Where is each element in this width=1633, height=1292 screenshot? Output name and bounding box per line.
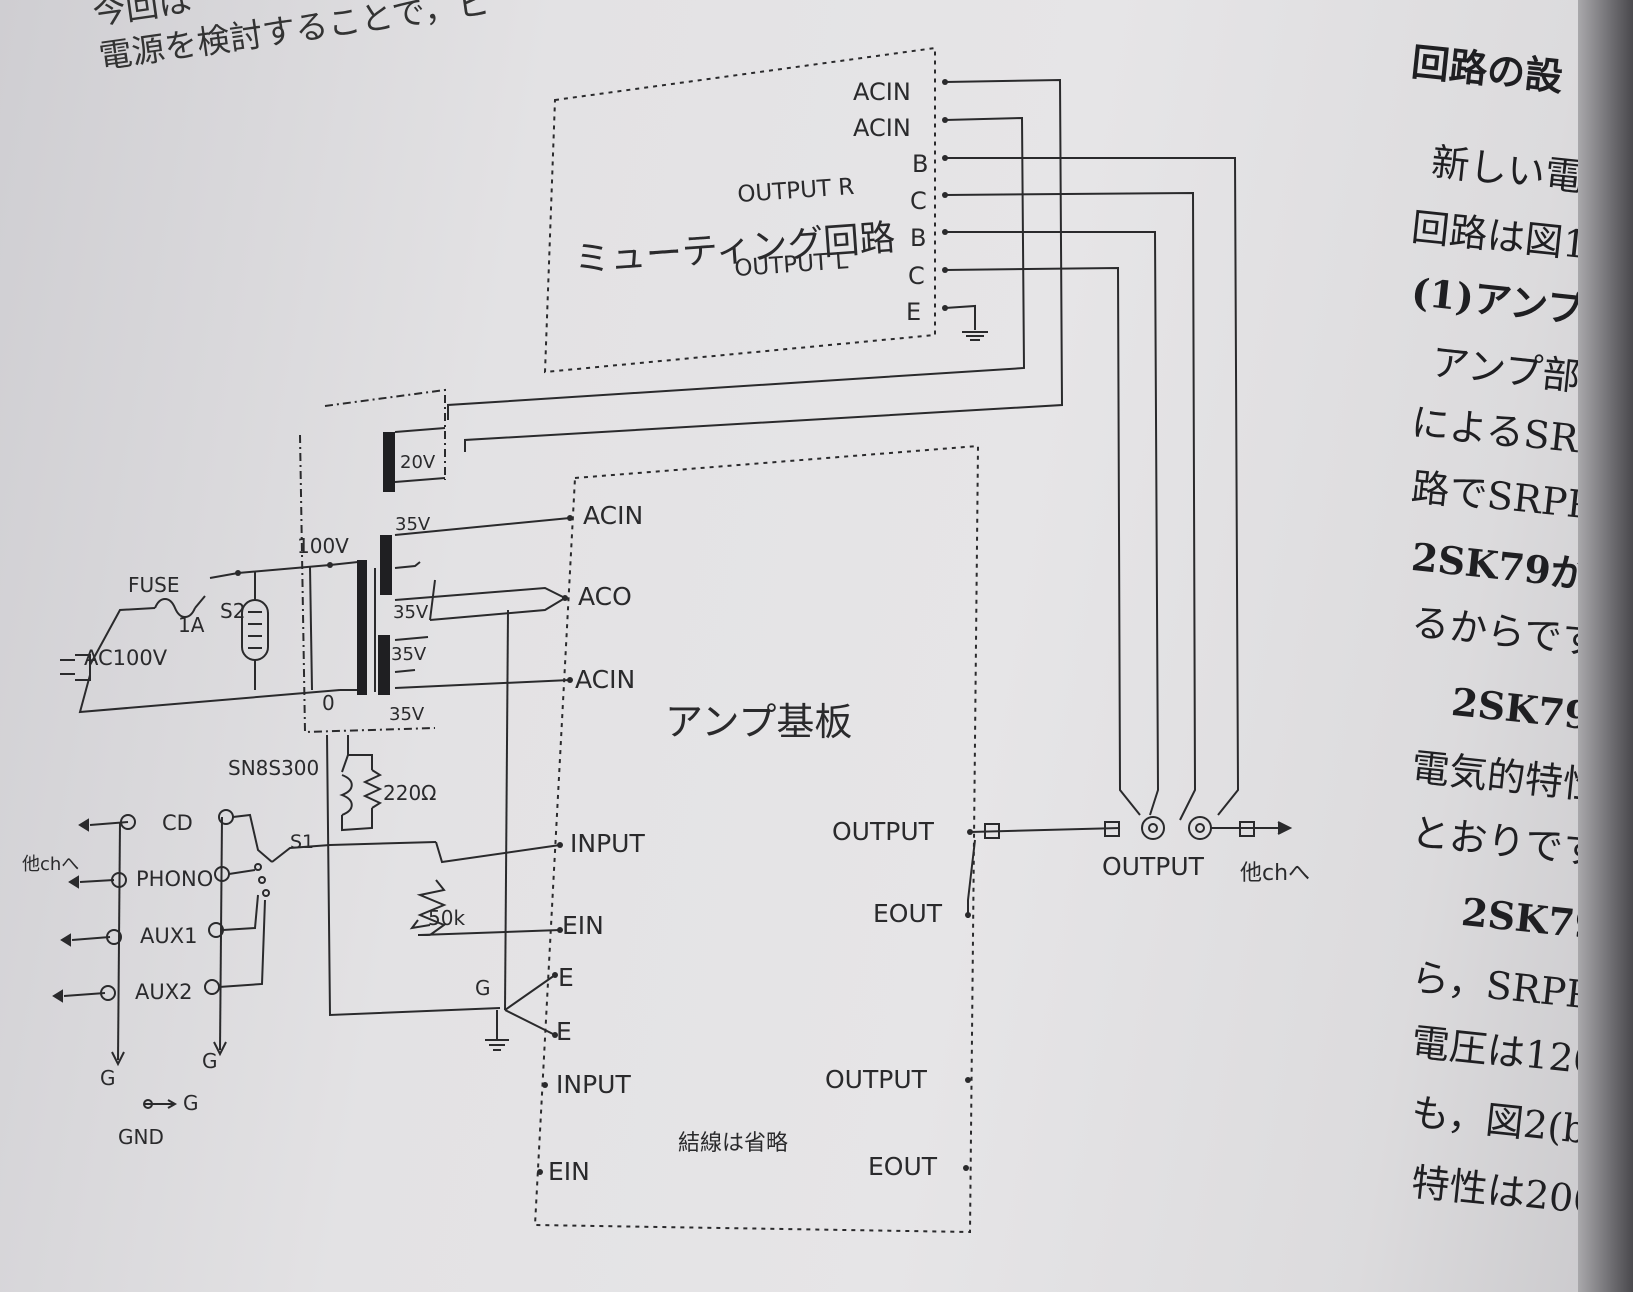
input-ground-label-2: G [202, 1049, 218, 1073]
choke-label: SN8S300 [228, 756, 319, 780]
sec-20v-label: 20V [400, 452, 436, 473]
input-label-aux2: AUX2 [135, 980, 192, 1004]
other-ch-input-label: 他chへ [22, 854, 79, 875]
input-label-aux1: AUX1 [140, 924, 197, 948]
amp-left-pin-2: ACO [578, 582, 632, 611]
output-jack-label: OUTPUT [1102, 852, 1205, 881]
pot-label: 50k [428, 906, 465, 930]
muting-pin-2: ACIN [853, 114, 911, 142]
amp-left-pin-9: EIN [548, 1157, 590, 1186]
amp-right-pin-3: OUTPUT [825, 1065, 928, 1094]
muting-pin-1: ACIN [853, 78, 911, 106]
muting-pin-3: B [912, 150, 928, 178]
amp-block-outline [533, 444, 980, 1234]
muting-pin-7: E [906, 298, 921, 326]
amp-left-pin-7: E [556, 1017, 572, 1046]
switch-s2-label: S2 [220, 599, 245, 623]
input-label-cd: CD [162, 811, 193, 835]
amp-left-pin-1: ACIN [583, 501, 643, 530]
muting-pin-6: C [908, 262, 925, 290]
amp-left-pin-8: INPUT [556, 1070, 631, 1099]
input-ground-label-1: G [100, 1066, 116, 1090]
plug-label: AC100V [84, 646, 168, 670]
amp-left-pin-4: INPUT [570, 829, 645, 858]
fuse-label: FUSE [128, 573, 179, 597]
muting-pin-4: C [910, 187, 927, 215]
amp-right-pin-1: OUTPUT [832, 817, 935, 846]
resistor-label: 220Ω [383, 781, 436, 805]
gnd-legend-label: GND [118, 1125, 164, 1149]
amp-left-pin-6: E [558, 963, 574, 992]
amp-block-note: 結線は省略 [678, 1131, 788, 1156]
gnd-legend-g-label: G [183, 1091, 199, 1115]
amp-block-title: アンプ基板 [665, 700, 852, 744]
amp-left-pin-3: ACIN [575, 665, 635, 694]
selector-s1-label: S1 [290, 831, 314, 853]
muting-block-outline [543, 46, 936, 374]
primary-100v-label: 100V [297, 534, 349, 558]
amp-left-pin-5: EIN [562, 911, 604, 940]
input-label-phono: PHONO [136, 867, 213, 891]
amp-right-pin-4: EOUT [868, 1152, 938, 1181]
sec-35v-label-1: 35V [395, 514, 431, 535]
transformer-outline [299, 388, 446, 734]
output-other-ch-label: 他chへ [1240, 861, 1310, 886]
muting-pin-5: B [910, 224, 926, 252]
primary-0-label: 0 [322, 691, 335, 715]
sec-35v-label-3: 35V [391, 644, 427, 665]
fuse-rating-label: 1A [178, 613, 205, 637]
muting-output-r: OUTPUT R [737, 174, 856, 208]
ground-g-label: G [475, 976, 491, 1000]
sec-35v-label-2: 35V [393, 602, 429, 623]
amp-right-pin-2: EOUT [873, 899, 943, 928]
sec-35v-label-4: 35V [389, 704, 425, 725]
book-spine [1578, 0, 1633, 1292]
